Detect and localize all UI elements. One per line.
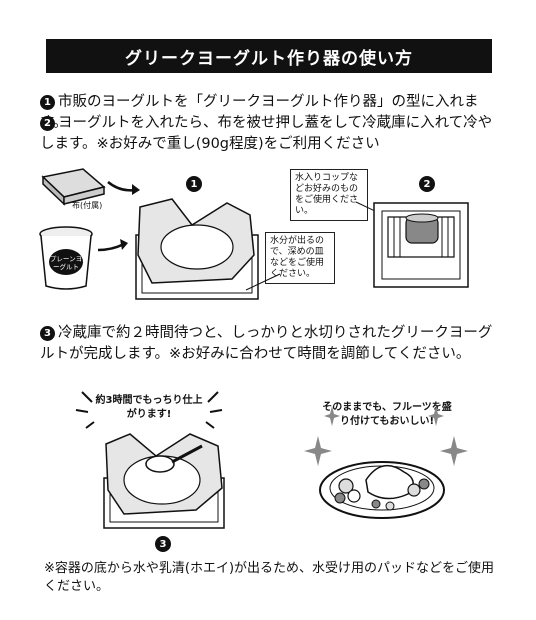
page-title: グリークヨーグルト作り器の使い方 [46,39,492,73]
finished-yogurt-illustration [103,433,225,529]
step-text: 冷蔵庫で約２時間待つと、しっかりと水切りされたグリークヨーグルトが完成します。※… [40,325,493,362]
callout-pointer [245,273,281,291]
arrow-icon [107,181,140,195]
sparkle-icon [304,406,468,466]
cloth-label: 布(付属) [72,201,103,210]
cloth-illustration [41,168,106,206]
step-number: 3 [40,326,55,341]
yogurt-label: プレーンヨーグルト [49,255,83,271]
callout-left-caption: 約3時間でもっちり仕上がります! [95,395,203,420]
illustration-number-2: 2 [419,176,435,192]
step-number: 2 [40,116,55,131]
container-with-cloth-illustration [135,198,259,300]
illustration-number-3: 3 [155,536,171,552]
arrow-icon [97,239,128,252]
step-number: 1 [40,95,55,110]
plate-with-fruit-illustration [319,461,445,519]
yogurt-cup-illustration [39,226,93,290]
footer-note: ※容器の底から水や乳清(ホエイ)が出るため、水受け用のパッドなどをご使用ください… [44,561,495,594]
step-text: ヨーグルトを入れたら、布を被せ押し蓋をして冷蔵庫に入れて冷やします。※お好みで重… [40,115,493,152]
container-with-weight-illustration [373,202,469,288]
illustration-number-1: 1 [186,176,202,192]
callout-right-caption: そのままでも、フルーツを盛り付けてもおいしい! [322,402,452,427]
burst-lines-icon [75,391,223,429]
callout-cup-note: 水入りコップなどお好みのものをご使用ください。 [290,169,368,221]
